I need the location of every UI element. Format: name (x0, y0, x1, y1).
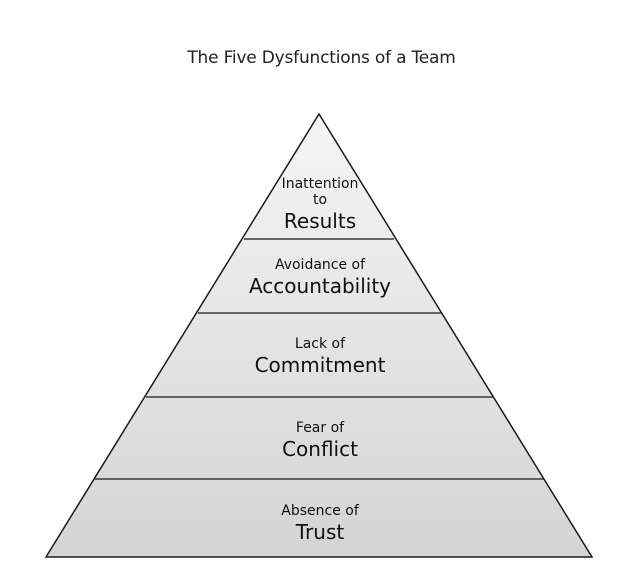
level-commitment-line1: Lack of (294, 336, 346, 352)
level-results-line2: to (312, 192, 328, 209)
level-commitment: Lack of Commitment (200, 336, 440, 377)
level-conflict-title: Conflict (282, 437, 358, 462)
level-trust: Absence of Trust (200, 503, 440, 544)
level-conflict-line1: Fear of (295, 420, 345, 436)
level-trust-title: Trust (295, 520, 345, 545)
pyramid-outline (44, 112, 594, 558)
diagram-title: The Five Dysfunctions of a Team (187, 48, 456, 68)
level-accountability-line1: Avoidance of (274, 257, 366, 273)
level-trust-line1: Absence of (281, 503, 359, 519)
level-commitment-title: Commitment (254, 353, 386, 378)
level-accountability: Avoidance of Accountability (200, 257, 440, 298)
level-conflict: Fear of Conflict (200, 420, 440, 461)
level-results: Inattention to Results (250, 176, 390, 233)
level-results-title: Results (283, 209, 357, 234)
level-accountability-title: Accountability (248, 274, 392, 299)
level-results-line1: Inattention (281, 176, 359, 192)
